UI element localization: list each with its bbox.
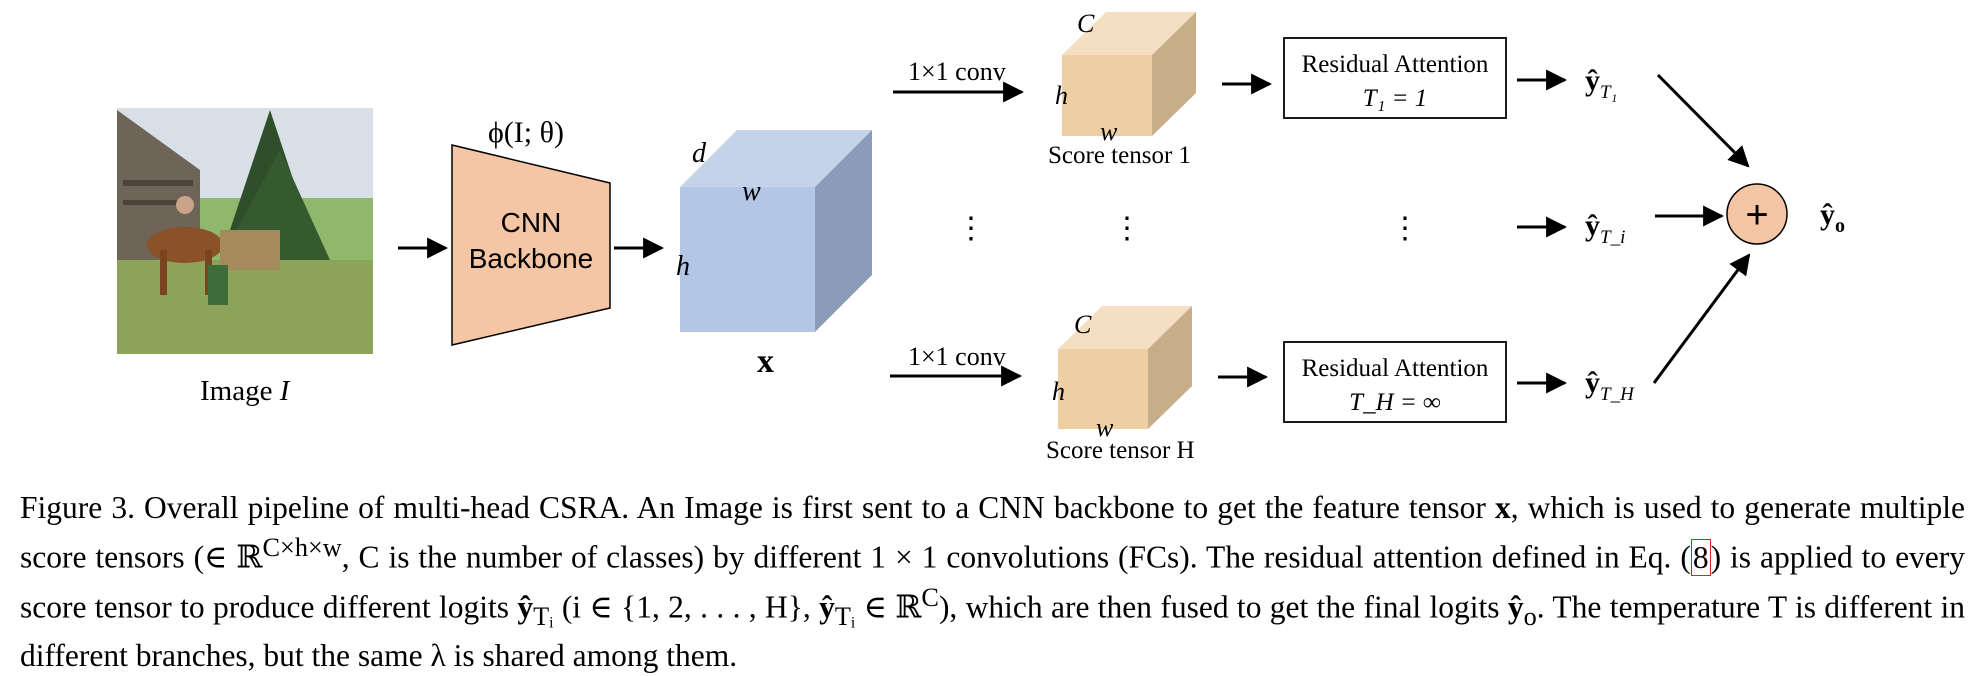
output-logit-h: ŷT_H [1585, 366, 1635, 405]
output-logit-1: ŷT₁ [1585, 64, 1617, 103]
residual-attention-box-h [1283, 341, 1507, 423]
feature-label-x: x [757, 343, 774, 380]
residual-attention-box-1 [1283, 37, 1507, 119]
input-image [117, 108, 373, 354]
score-tensor-h-c: C [1074, 310, 1092, 339]
score-tensor-1-w: w [1100, 117, 1118, 146]
score-tensor-1-caption: Score tensor 1 [1048, 142, 1191, 169]
feature-dim-d: d [692, 138, 707, 169]
pipeline-diagram: Image I ϕ(I; θ) CNN Backbone d w h x 1×1… [117, 9, 1845, 464]
backbone-function: ϕ(I; θ) [488, 116, 564, 149]
sum-symbol: + [1745, 193, 1768, 237]
final-output: ŷo [1820, 198, 1845, 237]
ellipsis-tensor: ⋮ [1112, 212, 1142, 245]
score-tensor-1-h: h [1055, 81, 1068, 110]
conv-label-top: 1×1 conv [908, 57, 1006, 86]
backbone-label-line1: CNN [501, 207, 562, 238]
equation-reference-link[interactable]: 8 [1690, 538, 1711, 576]
residual-attention-h-label: Residual Attention [1302, 355, 1489, 382]
ellipsis-attn: ⋮ [1390, 212, 1420, 245]
score-tensor-h-caption: Score tensor H [1046, 437, 1195, 464]
feature-tensor-cube [680, 130, 872, 332]
arrow-logith-sum [1652, 253, 1751, 384]
residual-attention-1-temp: T₁ = 1 [1363, 85, 1427, 112]
score-tensor-h-w: w [1096, 413, 1114, 442]
ellipsis-conv: ⋮ [956, 212, 986, 245]
score-tensor-1-cube [1062, 12, 1196, 136]
output-logit-i: ŷT_i [1585, 209, 1625, 248]
arrow-logit1-sum [1656, 73, 1750, 168]
score-tensor-h-h: h [1052, 377, 1065, 406]
residual-attention-h-temp: T_H = ∞ [1349, 389, 1441, 416]
backbone-label-line2: Backbone [469, 243, 594, 274]
cnn-backbone [451, 144, 611, 346]
feature-dim-w: w [742, 176, 761, 207]
conv-label-bottom: 1×1 conv [908, 342, 1006, 371]
score-tensor-1-c: C [1077, 9, 1095, 38]
residual-attention-1-label: Residual Attention [1302, 51, 1489, 78]
feature-dim-h: h [676, 251, 690, 282]
sum-node [1726, 183, 1788, 245]
image-label: Image I [200, 375, 291, 407]
score-tensor-h-cube [1058, 306, 1192, 429]
figure-caption: Figure 3. Overall pipeline of multi-head… [20, 490, 1966, 674]
